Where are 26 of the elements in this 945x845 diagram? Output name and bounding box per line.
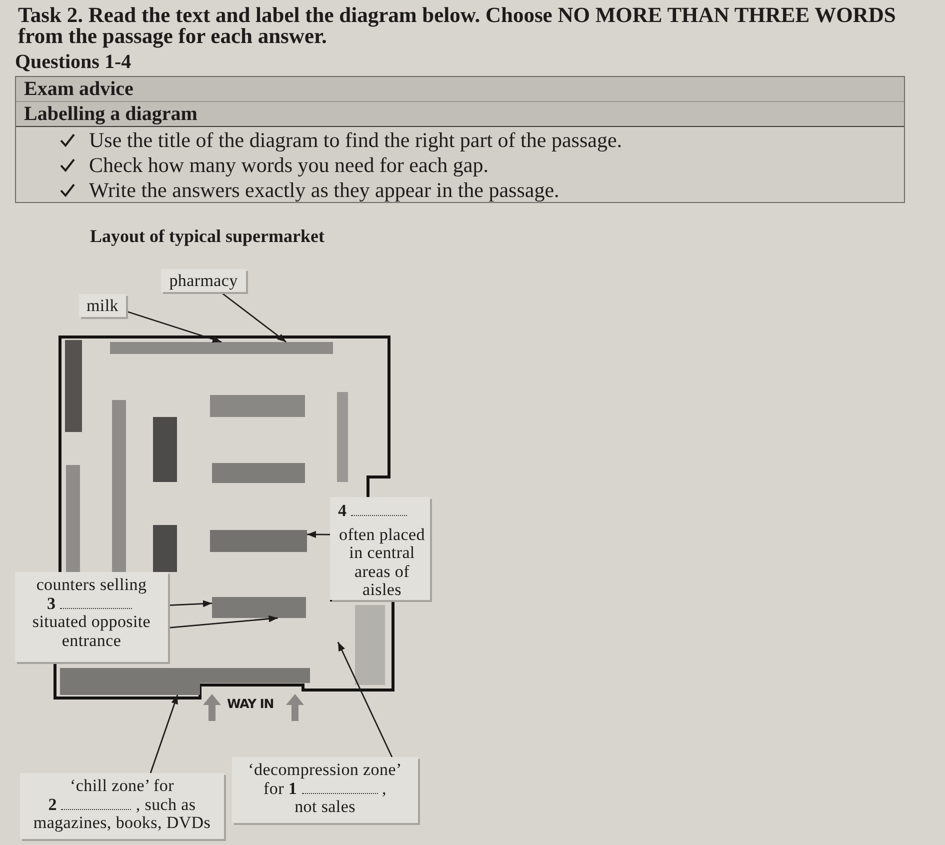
advice-item: Check how many words you need for each gap. <box>89 154 488 176</box>
section-heading: Questions 1-4 <box>15 51 132 74</box>
callout-text: ‘chill zone’ for <box>70 776 174 795</box>
diagram-title: Layout of typical supermarket <box>90 226 324 247</box>
callout-label: pharmacy <box>161 269 246 292</box>
callout-text: magazines, books, DVDs <box>33 813 211 832</box>
task-instructions: Task 2. Read the text and label the diagram below. Choose NO MORE THAN THREE WORDS from the passage for each answer. <box>18 5 897 47</box>
advice-subheading: Labelling a diagram <box>16 102 904 127</box>
leader-line <box>150 694 178 774</box>
question-number: 2 <box>48 794 57 814</box>
leader-line <box>126 310 222 343</box>
entrance-label: WAY IN <box>227 697 274 712</box>
callout-text: , <box>382 778 386 798</box>
callout-text: not sales <box>294 797 356 816</box>
question-number: 3 <box>47 594 56 612</box>
advice-item: Write the answers exactly as they appear in the passage. <box>89 178 560 200</box>
advice-box <box>15 76 905 203</box>
advice-heading: Exam advice <box>16 77 904 102</box>
callout-text: , such as <box>136 794 196 814</box>
callout-text: ‘decompression zone’ <box>248 760 402 779</box>
advice-item: Use the title of the diagram to find the right part of the passage. <box>89 128 622 150</box>
callout-text: for 1 <box>264 778 298 798</box>
callout-box <box>20 773 224 839</box>
callout-label: milk <box>79 294 126 317</box>
leader-line <box>220 291 287 343</box>
callout-box <box>232 757 418 823</box>
